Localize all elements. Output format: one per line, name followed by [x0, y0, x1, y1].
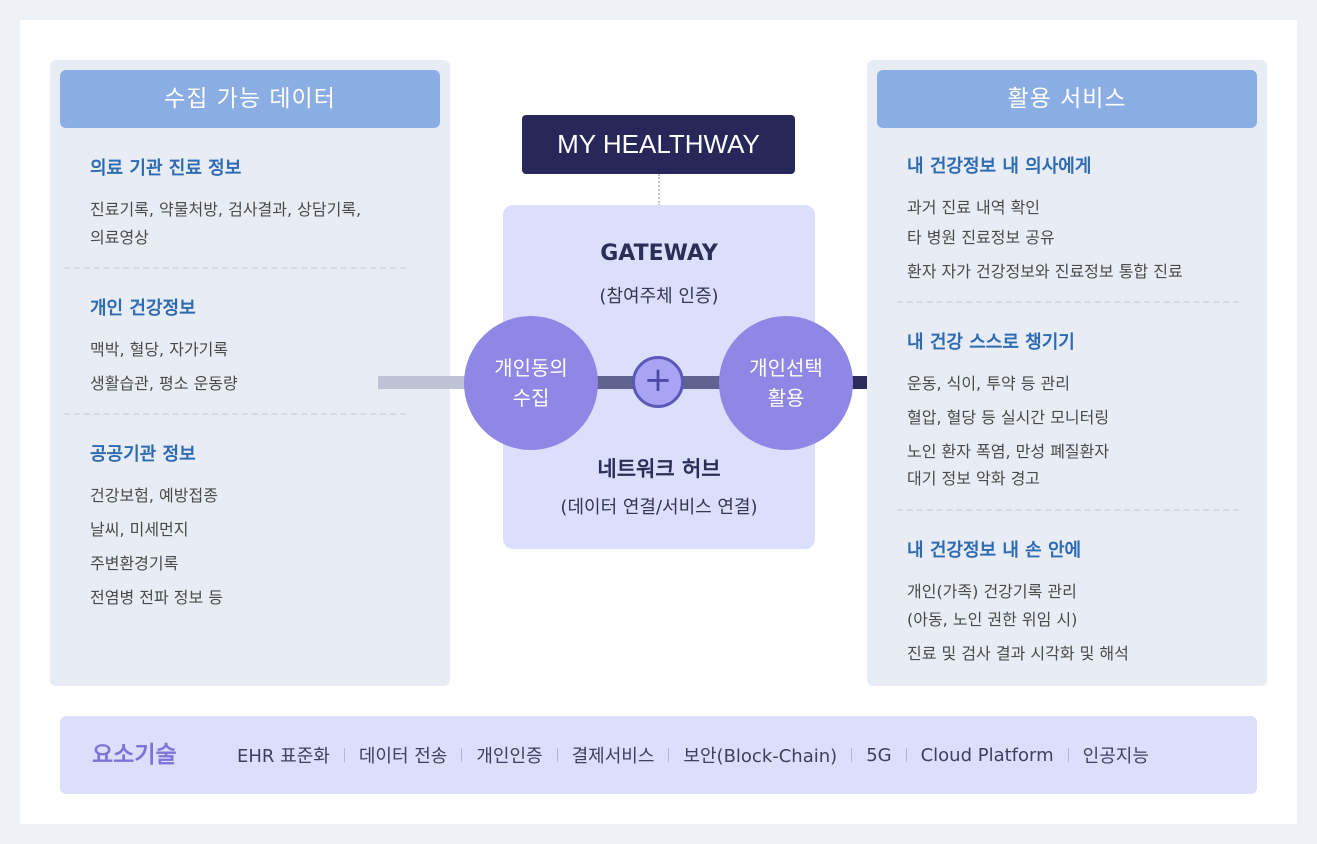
- service-line: 운동, 식이, 투약 등 관리: [907, 374, 1070, 393]
- circle-label: 활용: [767, 386, 805, 410]
- services-title: 활용 서비스: [877, 70, 1257, 128]
- network-hub-subtitle: (데이터 연결/서비스 연결): [560, 497, 758, 518]
- personal-health-line: 맥박, 혈당, 자가기록: [90, 340, 229, 359]
- service-line: 진료 및 검사 결과 시각화 및 해석: [907, 644, 1129, 663]
- separator: [461, 748, 463, 762]
- tech-item: 인공지능: [1082, 746, 1149, 767]
- public-info-line: 건강보험, 예방접종: [90, 486, 218, 505]
- circle-label: 수집: [512, 386, 550, 410]
- consent-collection-circle: 개인동의 수집: [464, 316, 598, 450]
- core-tech-bar: 요소기술 EHR 표준화 데이터 전송 개인인증 결제서비스 보안(Block-…: [60, 716, 1257, 794]
- public-info-line: 주변환경기록: [90, 554, 179, 573]
- service-line: (아동, 노인 권한 위임 시): [907, 610, 1078, 629]
- service-line: 혈압, 혈당 등 실시간 모니터링: [907, 408, 1110, 427]
- public-info-line: 날씨, 미세먼지: [90, 520, 189, 539]
- section-divider: [897, 301, 1239, 303]
- tech-item: 보안(Block-Chain): [683, 746, 838, 767]
- tech-item: 결제서비스: [571, 746, 655, 767]
- circle-label: 개인동의: [494, 356, 568, 380]
- service-line: 과거 진료 내역 확인: [907, 198, 1041, 217]
- section-divider: [64, 413, 406, 415]
- service-line: 환자 자가 건강정보와 진료정보 통합 진료: [907, 262, 1183, 281]
- section-divider: [897, 509, 1239, 511]
- services-panel: 활용 서비스 내 건강정보 내 의사에게 과거 진료 내역 확인 타 병원 진료…: [867, 60, 1267, 686]
- dotted-connector: [658, 174, 660, 206]
- network-hub-title: 네트워크 허브: [597, 457, 721, 481]
- my-healthway-brand: MY HEALTHWAY: [522, 115, 795, 174]
- service-line: 대기 정보 악화 경고: [907, 469, 1041, 488]
- collectable-data-panel: 수집 가능 데이터 의료 기관 진료 정보 진료기록, 약물처방, 검사결과, …: [50, 60, 450, 686]
- medical-institution-info-title: 의료 기관 진료 정보: [90, 158, 242, 179]
- separator: [556, 748, 558, 762]
- service-line: 타 병원 진료정보 공유: [907, 228, 1055, 247]
- public-info-line: 전염병 전파 정보 등: [90, 588, 224, 607]
- plus-icon: +: [632, 356, 684, 408]
- circle-label: 개인선택: [749, 356, 823, 380]
- medical-info-line: 진료기록, 약물처방, 검사결과, 상담기록,: [90, 200, 362, 219]
- separator: [343, 748, 345, 762]
- core-tech-title: 요소기술: [92, 742, 177, 768]
- info-to-doctor-title: 내 건강정보 내 의사에게: [907, 156, 1092, 177]
- tech-item: 5G: [866, 744, 892, 766]
- info-in-hand-title: 내 건강정보 내 손 안에: [907, 540, 1082, 561]
- gateway-title: GATEWAY: [600, 241, 718, 266]
- flow-bar-input: [378, 376, 478, 389]
- tech-item: 개인인증: [476, 746, 543, 767]
- separator: [905, 748, 907, 762]
- personal-health-info-title: 개인 건강정보: [90, 298, 196, 319]
- separator: [668, 748, 670, 762]
- collectable-data-title: 수집 가능 데이터: [60, 70, 440, 128]
- gateway-subtitle: (참여주체 인증): [599, 286, 719, 307]
- tech-item: EHR 표준화: [237, 746, 330, 767]
- tech-item: Cloud Platform: [920, 744, 1054, 766]
- separator: [851, 748, 853, 762]
- self-care-title: 내 건강 스스로 챙기기: [907, 332, 1075, 353]
- service-line: 개인(가족) 건강기록 관리: [907, 582, 1077, 601]
- personal-health-line: 생활습관, 평소 운동량: [90, 374, 238, 393]
- tech-item: 데이터 전송: [358, 746, 448, 767]
- selection-use-circle: 개인선택 활용: [719, 316, 853, 450]
- separator: [1067, 748, 1069, 762]
- service-line: 노인 환자 폭염, 만성 폐질환자: [907, 442, 1110, 461]
- core-tech-list: EHR 표준화 데이터 전송 개인인증 결제서비스 보안(Block-Chain…: [237, 716, 1149, 794]
- public-institution-info-title: 공공기관 정보: [90, 444, 196, 465]
- section-divider: [64, 267, 406, 269]
- medical-info-line: 의료영상: [90, 228, 149, 247]
